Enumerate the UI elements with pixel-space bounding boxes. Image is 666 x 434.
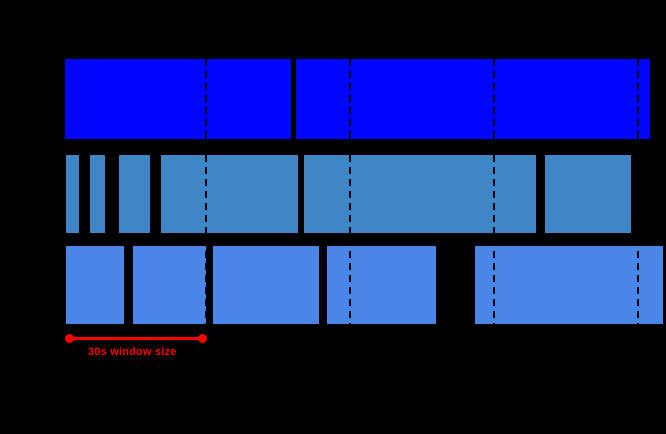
row-top-segment xyxy=(296,59,650,139)
window-boundary-dashed-line xyxy=(205,59,207,325)
row-middle-segment xyxy=(161,155,298,233)
row-bottom-segment xyxy=(66,246,124,324)
window-size-label: 30s window size xyxy=(88,346,177,358)
row-middle-segment xyxy=(66,155,79,233)
window-boundary-dashed-line xyxy=(349,59,351,325)
window-boundary-dashed-line xyxy=(493,59,495,325)
window-size-arrow xyxy=(69,337,203,340)
arrow-left-endpoint-dot xyxy=(65,334,74,343)
row-middle-segment xyxy=(304,155,536,233)
row-bottom-segment xyxy=(133,246,206,324)
window-boundary-dashed-line xyxy=(637,59,639,325)
row-middle-segment xyxy=(119,155,150,233)
row-top-segment xyxy=(65,59,291,139)
row-middle-segment xyxy=(545,155,631,233)
row-bottom-segment xyxy=(327,246,436,324)
arrow-right-endpoint-dot xyxy=(198,334,207,343)
row-bottom-segment xyxy=(213,246,319,324)
row-bottom-segment xyxy=(475,246,663,324)
row-middle-segment xyxy=(90,155,105,233)
